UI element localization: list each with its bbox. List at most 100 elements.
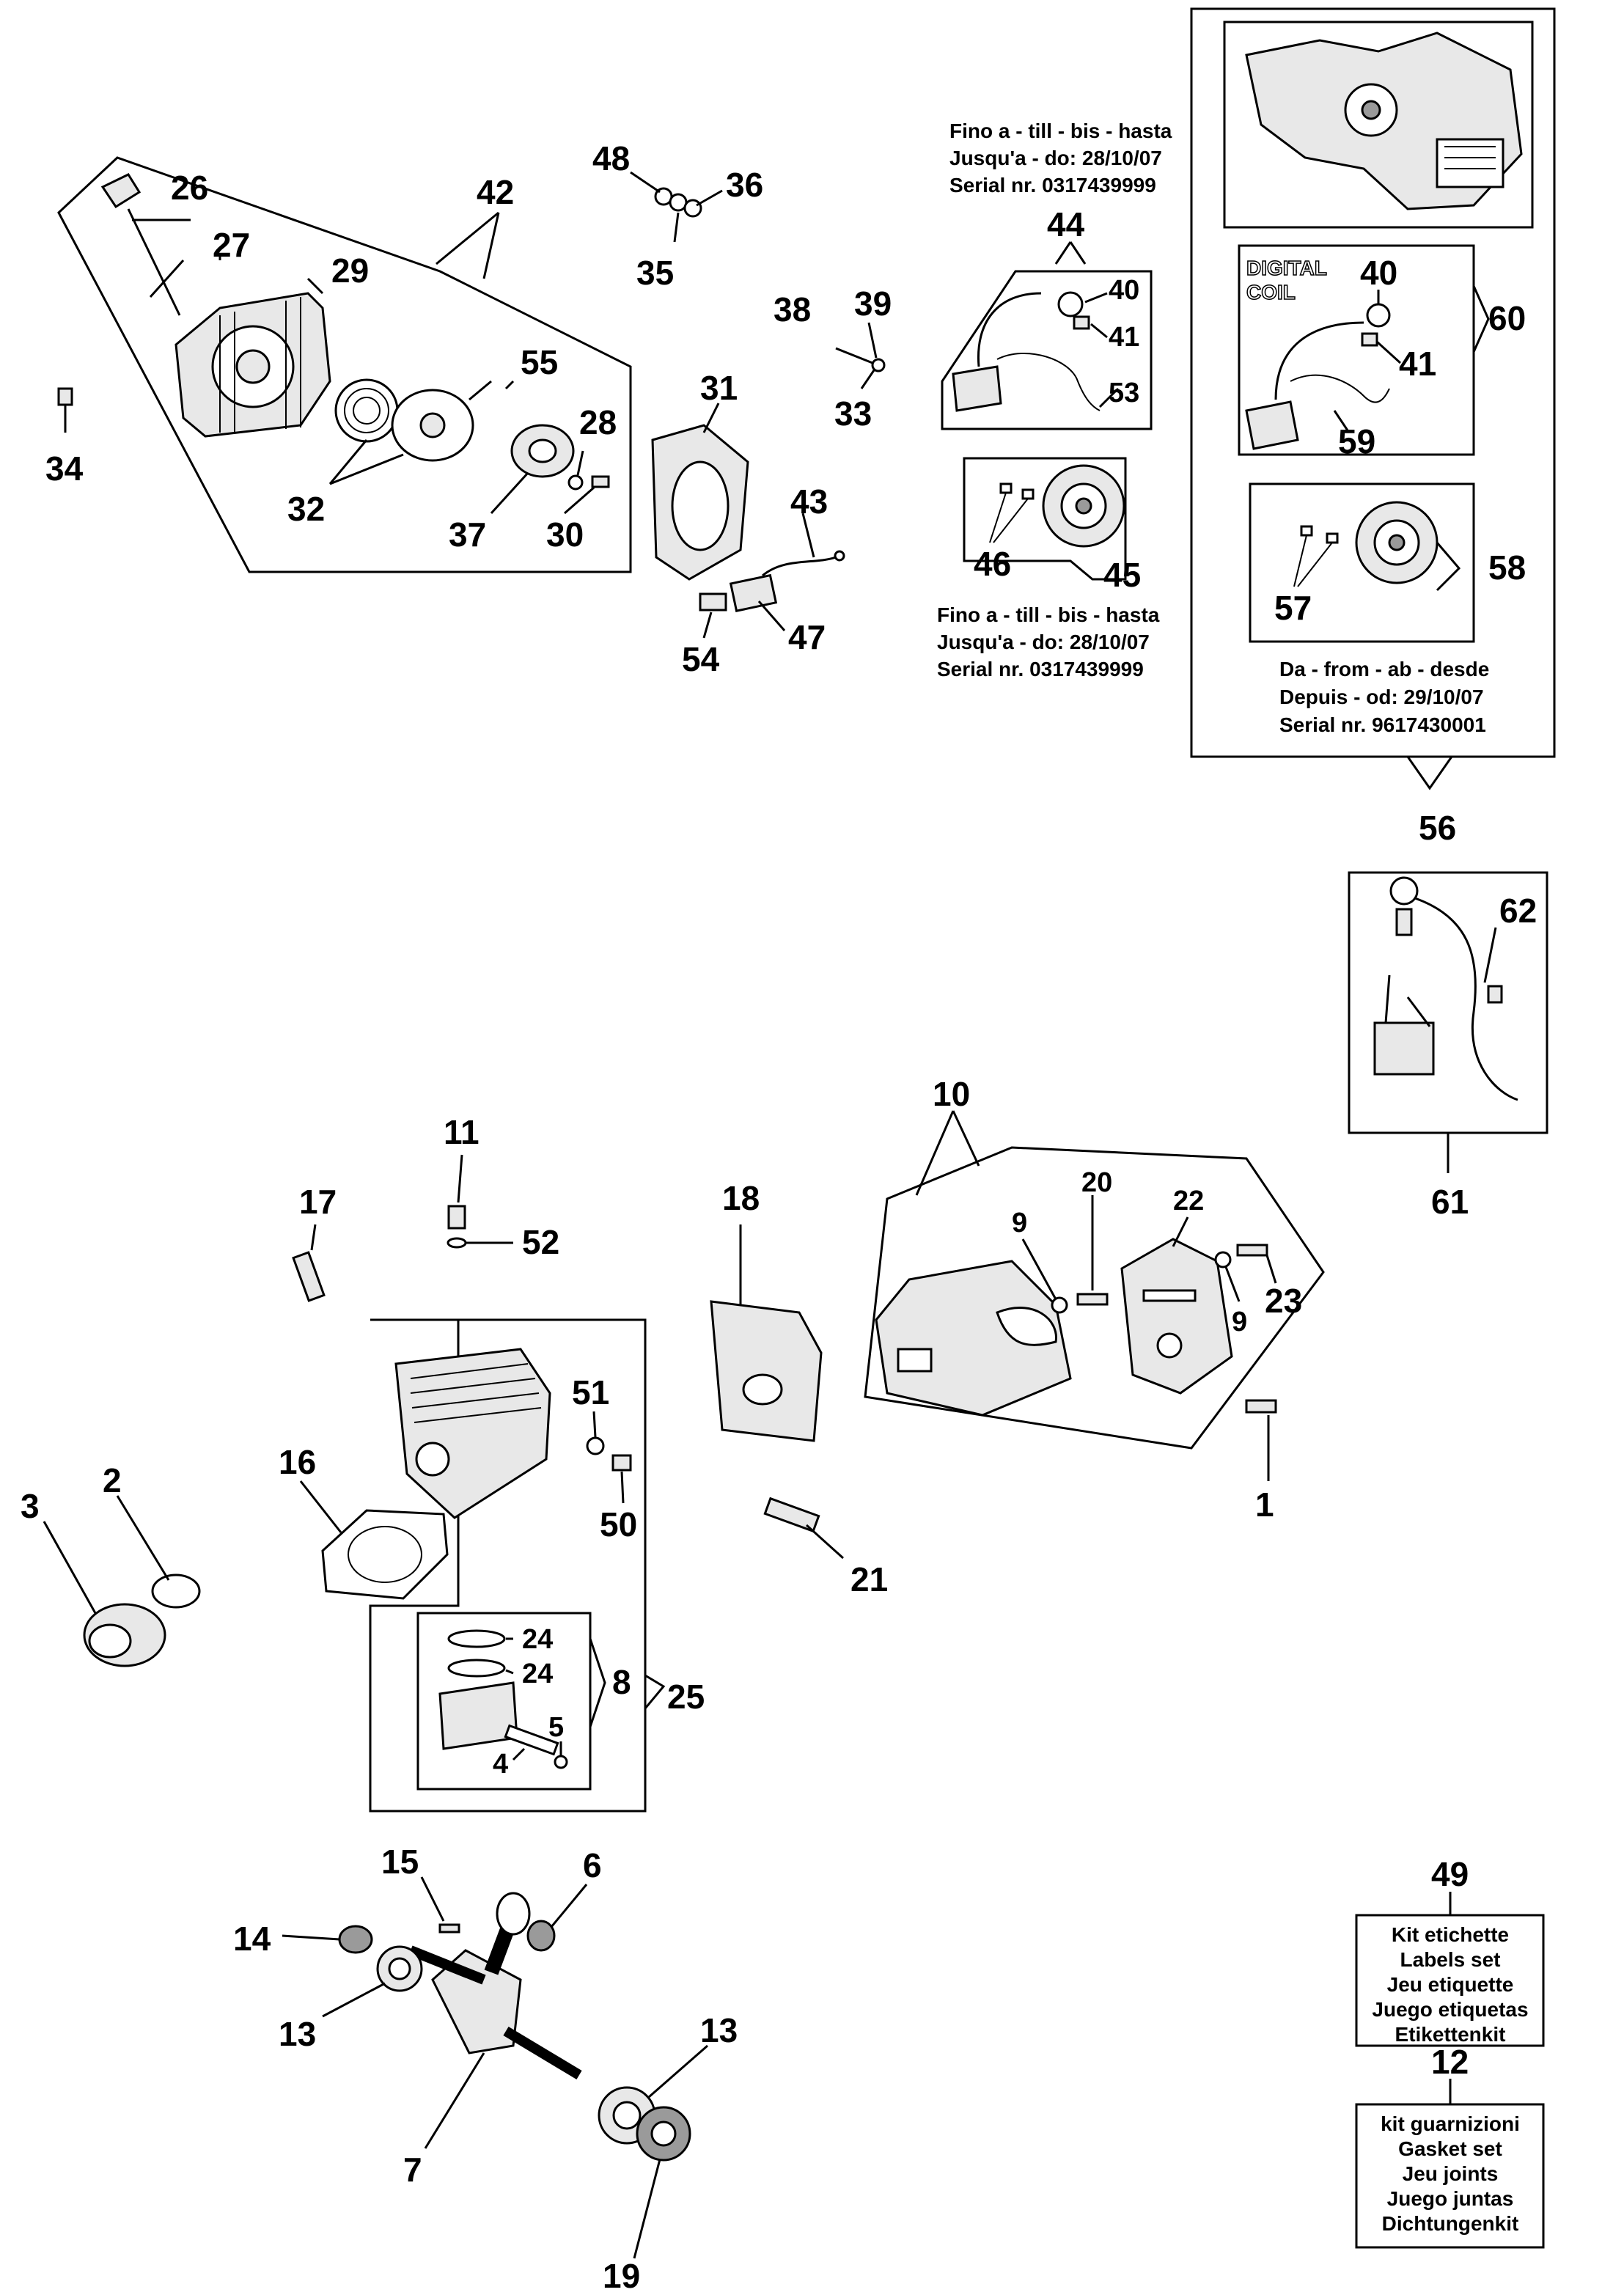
part-callout-labels: 26 27 29 42 55 28 32 37 30 34 48 36 35 3… xyxy=(21,139,1537,2295)
screw-1 xyxy=(1245,1399,1277,1414)
piston-pin xyxy=(504,1724,559,1756)
note-until-bottom-line-2: Jusqu'a - do: 28/10/07 xyxy=(937,631,1150,653)
label-9-left: 9 xyxy=(1012,1208,1027,1238)
muffler xyxy=(875,1260,1072,1417)
piston-ring-upper xyxy=(447,1629,506,1648)
coil-61-group xyxy=(1348,871,1548,1173)
label-34: 34 xyxy=(45,449,84,488)
label-31: 31 xyxy=(700,369,738,407)
crank-web xyxy=(431,1949,522,2055)
heat-shield-18 xyxy=(710,1300,823,1442)
muffler-10-group xyxy=(864,1110,1325,1450)
note-from-line-3: Serial nr. 9617430001 xyxy=(1279,713,1486,736)
label-25: 25 xyxy=(667,1678,705,1716)
label-40-top: 40 xyxy=(1109,275,1139,306)
gasket-kit-line-1: kit guarnizioni xyxy=(1381,2112,1520,2135)
label-23: 23 xyxy=(1265,1282,1302,1320)
key-15 xyxy=(438,1923,460,1934)
labels-kit-line-5: Etikettenkit xyxy=(1395,2023,1506,2046)
label-41-digital: 41 xyxy=(1399,345,1436,383)
note-until-bottom-line-1: Fino a - till - bis - hasta xyxy=(937,603,1160,626)
label-45: 45 xyxy=(1103,556,1141,594)
label-58: 58 xyxy=(1488,548,1526,587)
label-43: 43 xyxy=(790,482,828,521)
label-15: 15 xyxy=(381,1843,419,1881)
digital-coil-caption-line-2: COIL xyxy=(1246,281,1296,304)
label-60: 60 xyxy=(1488,299,1526,337)
serial-note-until-top: Fino a - till - bis - hasta Jusqu'a - do… xyxy=(949,120,1172,197)
crankshaft-group xyxy=(282,1876,708,2259)
digital-coil-caption-line-1: DIGITAL xyxy=(1246,257,1327,279)
cylinder xyxy=(394,1348,551,1519)
labels-kit-line-2: Labels set xyxy=(1400,1948,1501,1971)
label-19: 19 xyxy=(603,2257,640,2295)
label-20: 20 xyxy=(1081,1167,1112,1198)
label-32: 32 xyxy=(287,490,325,528)
note-from-line-2: Depuis - od: 29/10/07 xyxy=(1279,686,1484,708)
label-48: 48 xyxy=(592,139,630,177)
labels-kit-line-3: Jeu etiquette xyxy=(1387,1973,1514,1996)
gasket-kit-text: kit guarnizioni Gasket set Jeu joints Ju… xyxy=(1381,2112,1520,2235)
label-12: 12 xyxy=(1431,2043,1469,2081)
label-21: 21 xyxy=(850,1560,888,1598)
coil-module xyxy=(952,365,1002,412)
starter-assembly-group xyxy=(57,156,632,573)
label-7: 7 xyxy=(403,2151,422,2189)
screw-34 xyxy=(57,387,73,406)
part-54 xyxy=(699,592,727,612)
label-37: 37 xyxy=(449,515,486,554)
label-22: 22 xyxy=(1173,1186,1204,1216)
starter-handle xyxy=(100,173,142,209)
note-until-top-line-3: Serial nr. 0317439999 xyxy=(949,174,1156,197)
piston-ring-lower xyxy=(447,1659,506,1678)
label-26: 26 xyxy=(171,169,208,207)
label-11: 11 xyxy=(444,1113,480,1151)
label-38: 38 xyxy=(774,290,811,328)
label-17: 17 xyxy=(299,1183,337,1221)
clamp-2 xyxy=(151,1574,201,1609)
labels-kit-line-1: Kit etichette xyxy=(1392,1923,1509,1946)
label-14: 14 xyxy=(233,1920,271,1958)
flywheel-45-group xyxy=(963,457,1127,581)
crankcase-56-group xyxy=(1190,7,1556,790)
label-57: 57 xyxy=(1274,589,1312,627)
note-from-line-1: Da - from - ab - desde xyxy=(1279,658,1489,680)
label-62: 62 xyxy=(1499,892,1537,930)
label-2: 2 xyxy=(103,1461,122,1499)
needle-bearing-6 xyxy=(526,1920,556,1952)
label-56: 56 xyxy=(1419,809,1456,847)
label-41-top: 41 xyxy=(1109,322,1139,353)
cylinder-25-group xyxy=(299,1318,666,1813)
digital-coil xyxy=(1245,400,1299,450)
label-51: 51 xyxy=(572,1373,609,1411)
gasket-kit-line-4: Juego juntas xyxy=(1387,2187,1514,2210)
label-47: 47 xyxy=(788,618,826,656)
gasket-kit-line-5: Dichtungenkit xyxy=(1382,2212,1519,2235)
spark-plug-21 xyxy=(763,1497,820,1533)
label-6: 6 xyxy=(583,1846,602,1884)
label-8: 8 xyxy=(612,1663,631,1701)
label-30: 30 xyxy=(546,515,584,554)
spark-plug-17 xyxy=(292,1251,326,1302)
label-59: 59 xyxy=(1338,422,1375,460)
label-13-left: 13 xyxy=(279,2015,316,2053)
label-49: 49 xyxy=(1431,1855,1469,1893)
label-1: 1 xyxy=(1255,1486,1274,1524)
label-4: 4 xyxy=(493,1749,508,1780)
label-42: 42 xyxy=(477,173,514,211)
label-52: 52 xyxy=(522,1223,559,1261)
label-36: 36 xyxy=(726,166,763,204)
label-10: 10 xyxy=(933,1075,970,1113)
label-9-right: 9 xyxy=(1232,1307,1247,1337)
digital-coil-caption: DIGITAL COIL xyxy=(1246,256,1327,304)
label-27: 27 xyxy=(213,226,250,264)
ignition-coil-44-group xyxy=(941,241,1153,430)
muffler-plate xyxy=(1120,1238,1233,1395)
note-until-top-line-1: Fino a - till - bis - hasta xyxy=(949,120,1172,142)
label-35: 35 xyxy=(636,254,674,292)
labels-kit-line-4: Juego etiquetas xyxy=(1372,1998,1528,2021)
oil-seal-14 xyxy=(338,1925,373,1954)
note-until-top-line-2: Jusqu'a - do: 28/10/07 xyxy=(949,147,1162,169)
serial-note-from: Da - from - ab - desde Depuis - od: 29/1… xyxy=(1279,658,1489,736)
